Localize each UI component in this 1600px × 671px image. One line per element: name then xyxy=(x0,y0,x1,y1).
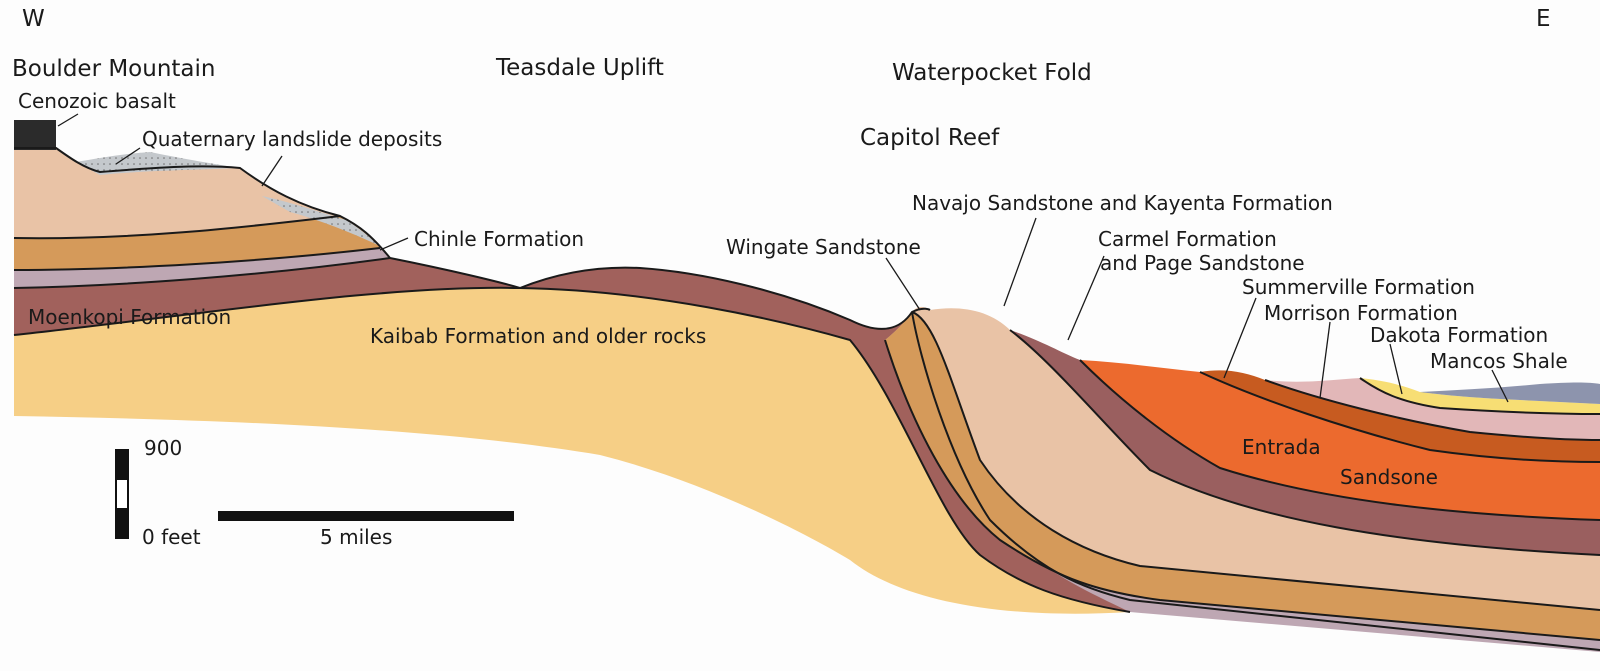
compass-east-label: E xyxy=(1536,6,1551,32)
contact-morrison-base xyxy=(1359,377,1600,415)
leader-summerville xyxy=(1223,297,1257,379)
label-quaternary-landslide: Quaternary landslide deposits xyxy=(142,127,442,151)
label-wingate-sandstone: Wingate Sandstone xyxy=(726,235,921,259)
contact-chinle-fold-base xyxy=(884,339,1600,641)
quaternary-landslide-deposit-2 xyxy=(262,196,380,246)
label-mancos-shale: Mancos Shale xyxy=(1430,349,1568,373)
navajo-kayenta-layer xyxy=(912,306,1600,610)
cliff-layer-west xyxy=(14,148,340,239)
wingate-layer xyxy=(885,312,1600,640)
leader-wingate xyxy=(885,257,921,311)
dakota-layer xyxy=(1360,378,1600,414)
label-navajo-kayenta: Navajo Sandstone and Kayenta Formation xyxy=(912,191,1333,215)
compass-west-label: W xyxy=(22,6,45,32)
label-carmel-line-1: Carmel Formation xyxy=(1098,227,1277,251)
region-teasdale-uplift: Teasdale Uplift xyxy=(495,55,664,81)
leader-carmel xyxy=(1067,255,1105,341)
contact-moenkopi-top-west xyxy=(13,257,391,289)
contact-moenkopi-fold-base xyxy=(911,311,1600,651)
label-cenozoic-basalt: Cenozoic basalt xyxy=(18,89,176,113)
contact-carmel-base xyxy=(1079,359,1600,521)
region-capitol-reef: Capitol Reef xyxy=(860,125,1000,151)
horizontal-scale-label: 5 miles xyxy=(320,525,392,549)
carmel-layer xyxy=(1010,330,1600,555)
moenkopi-fold-layer xyxy=(520,267,1130,612)
entrada-layer xyxy=(1080,360,1600,520)
vertical-scale-bar xyxy=(115,449,129,539)
morrison-layer xyxy=(1265,378,1600,440)
leader-morrison xyxy=(1319,321,1331,399)
vertical-scale-top-label: 900 xyxy=(144,436,182,460)
leader-mancos xyxy=(1491,369,1509,403)
label-carmel-line-2: and Page Sandstone xyxy=(1100,251,1305,275)
leader-dakota xyxy=(1389,343,1403,395)
label-entrada-line-2: Sandsone xyxy=(1340,465,1438,489)
label-kaibab-formation: Kaibab Formation and older rocks xyxy=(370,324,706,348)
leader-chinle xyxy=(379,237,409,251)
moenkopi-layer xyxy=(14,258,520,335)
label-chinle-formation: Chinle Formation xyxy=(414,227,584,251)
contact-entrada-base xyxy=(1199,371,1600,463)
leader-cenozoic-basalt xyxy=(57,113,79,127)
contact-kaibab-top xyxy=(13,286,1131,613)
vertical-scale-bottom-label: 0 feet xyxy=(142,525,201,549)
summerville-layer xyxy=(1200,370,1600,462)
contact-surface-west xyxy=(14,147,931,330)
region-boulder-mountain: Boulder Mountain xyxy=(12,56,216,82)
contact-navajo-base xyxy=(1009,329,1600,556)
label-moenkopi-formation: Moenkopi Formation xyxy=(28,305,231,329)
label-summerville-formation: Summerville Formation xyxy=(1242,275,1475,299)
leader-navajo-kayenta xyxy=(1003,217,1037,307)
horizontal-scale-bar xyxy=(218,511,514,521)
quaternary-landslide-deposit-1 xyxy=(76,152,240,175)
chinle-layer-west xyxy=(14,248,390,288)
mancos-layer xyxy=(1420,382,1600,404)
kaibab-layer xyxy=(14,287,1130,614)
contact-shinarump-top-west xyxy=(13,215,341,240)
cenozoic-basalt-cap xyxy=(14,120,56,150)
contact-wingate-base xyxy=(911,311,1600,611)
region-waterpocket-fold: Waterpocket Fold xyxy=(892,60,1092,86)
contact-summerville-base xyxy=(1264,379,1600,441)
contact-chinle-top-west xyxy=(13,247,381,271)
label-entrada-line-1: Entrada xyxy=(1242,435,1321,459)
label-dakota-formation: Dakota Formation xyxy=(1370,323,1548,347)
leader-quaternary-landslide-2 xyxy=(261,155,283,187)
leader-quaternary-landslide-1 xyxy=(115,147,141,165)
label-morrison-formation: Morrison Formation xyxy=(1264,301,1458,325)
